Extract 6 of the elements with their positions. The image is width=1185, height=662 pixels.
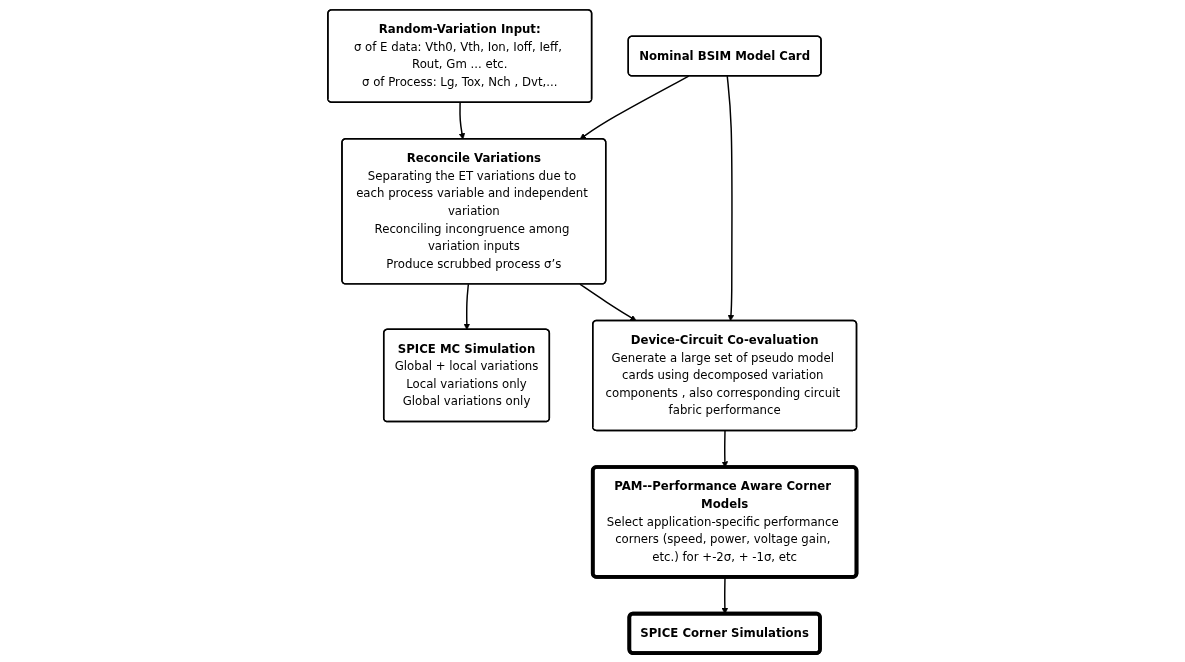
arrow bbox=[721, 576, 729, 614]
arrow bbox=[579, 283, 637, 321]
arrow bbox=[463, 283, 471, 330]
arrow bbox=[726, 74, 735, 321]
arrow bbox=[459, 101, 466, 139]
arrow bbox=[580, 74, 690, 139]
